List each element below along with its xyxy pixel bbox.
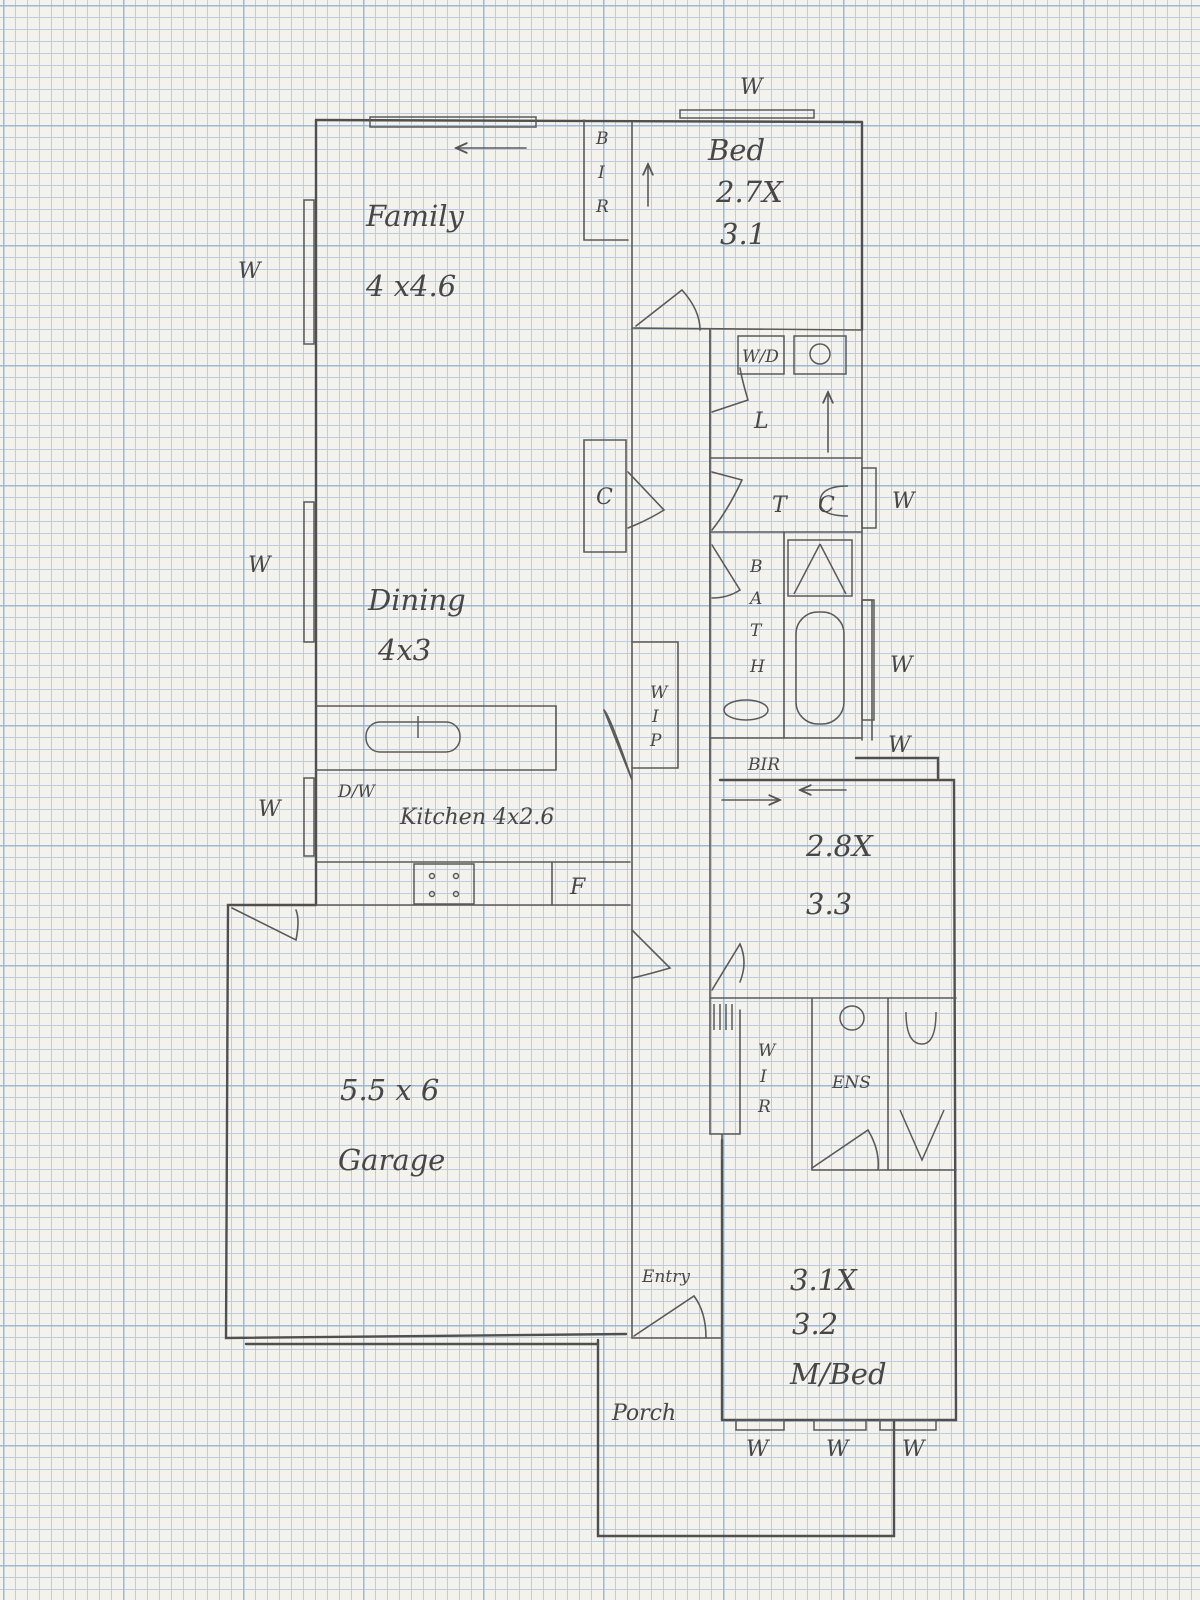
interior-walls (315, 119, 957, 1339)
washer-label: W/D (742, 347, 779, 367)
bath-letter-a: A (748, 589, 762, 609)
bir-mid-label: BIR (747, 755, 780, 775)
bed-room-size-2: 3.1 (720, 217, 766, 251)
master-name: M/Bed (789, 1357, 887, 1391)
window-label-bath-lower: W (888, 733, 913, 758)
window-label-toilet-right: W (892, 489, 917, 514)
sink-icon (365, 721, 461, 753)
coats-cupboard-label: C (596, 485, 613, 510)
labels: Family 4 x4.6 Dining 4x3 Kitchen 4x2.6 D… (238, 75, 927, 1462)
basin-icon (723, 699, 769, 721)
window-label-kitchen-left: W (258, 797, 283, 822)
kitchen-label: Kitchen 4x2.6 (399, 805, 554, 830)
bed-room-name: Bed (707, 133, 765, 167)
wip-w: W (650, 683, 669, 703)
master-size-2: 3.2 (792, 1307, 838, 1341)
toilet-cupboard-label: C (818, 493, 835, 518)
window-label-bottom-1: W (746, 1437, 771, 1462)
fixtures (365, 335, 945, 1162)
windows (303, 109, 937, 1431)
bed2-size-1: 2.8X (805, 829, 874, 863)
fridge-label: F (569, 875, 586, 900)
bed2-size-2: 3.3 (806, 887, 852, 921)
window-label-family-left: W (238, 259, 263, 284)
family-room-size: 4 x4.6 (365, 269, 456, 303)
bath-letter-h: H (749, 657, 766, 677)
garage-name: Garage (338, 1143, 445, 1177)
dishwasher-label: D/W (337, 782, 376, 802)
arrows (456, 148, 847, 800)
tub-icon (809, 343, 831, 365)
bed-room-size-1: 2.7X (715, 175, 784, 209)
window-label-bath-right: W (890, 653, 915, 678)
window-label-top: W (740, 75, 765, 100)
exterior-walls (224, 118, 958, 1538)
master-size-1: 3.1X (790, 1263, 858, 1297)
window-label-bottom-3: W (902, 1437, 927, 1462)
toilet-icon (819, 485, 849, 517)
dining-room-name: Dining (367, 583, 466, 617)
wir-w: W (758, 1041, 777, 1061)
bath-letter-b: B (749, 557, 763, 577)
garage-size: 5.5 x 6 (340, 1073, 439, 1107)
wir-i: I (759, 1067, 767, 1087)
dining-room-size: 4x3 (377, 633, 431, 667)
laundry-label: L (753, 409, 769, 434)
doors (231, 288, 880, 1339)
wip-i: I (651, 707, 659, 727)
window-label-bottom-2: W (826, 1437, 851, 1462)
bir-top-b: B (595, 129, 609, 149)
bath-letter-t: T (750, 621, 763, 641)
bir-top-r: R (595, 197, 609, 217)
family-room-name: Family (365, 199, 464, 233)
porch-label: Porch (611, 1401, 676, 1426)
wip-p: P (649, 731, 662, 751)
entry-label: Entry (641, 1267, 690, 1287)
bathtub-icon (795, 611, 845, 725)
wir-r: R (757, 1097, 771, 1117)
ensuite-label: ENS (831, 1073, 871, 1093)
toilet-label: T (772, 493, 789, 518)
bir-top-i: I (597, 163, 605, 183)
window-label-dining-left: W (248, 553, 273, 578)
